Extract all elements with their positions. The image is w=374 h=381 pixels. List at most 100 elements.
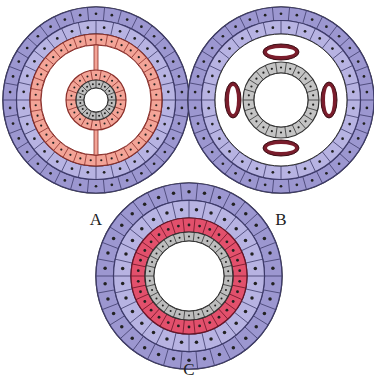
cell-nucleus <box>165 337 169 341</box>
cell-wall <box>142 302 153 310</box>
endoderm-ring <box>243 62 319 138</box>
cell-wall <box>256 176 260 189</box>
cell-wall <box>91 120 93 130</box>
cell-nucleus <box>119 30 122 33</box>
cell-nucleus <box>138 142 140 144</box>
cell-wall <box>211 226 218 238</box>
cell-wall <box>45 135 53 142</box>
cell-nucleus <box>208 228 211 231</box>
cell-nucleus <box>268 297 272 301</box>
cell-wall <box>304 79 313 85</box>
cell-nucleus <box>232 346 236 350</box>
cell-wall <box>144 26 152 37</box>
cell-nucleus <box>223 218 227 222</box>
cell-nucleus <box>120 223 124 227</box>
cell-wall <box>78 105 85 108</box>
mesoderm-patch-center <box>229 86 237 114</box>
cell-nucleus <box>178 75 181 78</box>
cell-nucleus <box>155 94 157 96</box>
cell-wall <box>138 58 146 65</box>
cell-nucleus <box>366 107 369 110</box>
cell-nucleus <box>155 253 157 255</box>
cell-wall <box>265 125 270 135</box>
cell-nucleus <box>177 324 180 327</box>
cell-wall <box>71 176 75 189</box>
cell-nucleus <box>197 75 200 78</box>
cell-nucleus <box>70 95 72 97</box>
cell-nucleus <box>167 228 170 231</box>
cell-wall <box>82 108 88 114</box>
cell-wall <box>110 227 125 236</box>
cell-wall <box>114 276 132 277</box>
cell-nucleus <box>238 269 241 272</box>
cell-wall <box>225 217 236 231</box>
cell-wall <box>316 171 322 183</box>
cell-wall <box>62 28 68 40</box>
cell-wall <box>349 142 360 149</box>
cell-nucleus <box>130 337 134 341</box>
cell-wall <box>96 21 97 35</box>
cell-nucleus <box>304 78 306 80</box>
cell-nucleus <box>43 150 46 153</box>
cell-nucleus <box>255 78 257 80</box>
cell-nucleus <box>86 76 88 78</box>
cell-nucleus <box>338 35 341 38</box>
cell-nucleus <box>167 321 170 324</box>
cell-nucleus <box>95 185 98 188</box>
cell-nucleus <box>348 47 351 50</box>
cell-wall <box>316 17 322 29</box>
cell-wall <box>73 81 81 87</box>
cell-nucleus <box>60 148 62 150</box>
cell-wall <box>132 285 146 288</box>
cell-nucleus <box>263 312 267 316</box>
cell-nucleus <box>234 172 237 175</box>
cell-nucleus <box>172 191 176 195</box>
cell-nucleus <box>95 124 97 126</box>
cell-nucleus <box>152 218 156 222</box>
cell-nucleus <box>90 159 92 161</box>
cell-wall <box>203 115 216 118</box>
cell-wall <box>296 164 299 177</box>
cell-wall <box>215 247 222 253</box>
cell-nucleus <box>209 211 213 215</box>
cell-nucleus <box>150 73 152 75</box>
cell-nucleus <box>188 326 191 329</box>
mesoderm-patch-center <box>325 86 333 114</box>
cell-wall <box>249 115 258 121</box>
cell-nucleus <box>79 96 81 98</box>
cell-wall <box>307 89 318 92</box>
cell-nucleus <box>49 172 52 175</box>
cell-nucleus <box>40 73 42 75</box>
cell-nucleus <box>348 151 351 154</box>
cell-nucleus <box>195 208 199 212</box>
cell-nucleus <box>87 26 90 29</box>
cell-wall <box>170 66 183 71</box>
cell-wall <box>322 38 330 49</box>
cell-nucleus <box>52 56 54 58</box>
cell-wall <box>115 259 132 263</box>
cell-nucleus <box>139 259 142 262</box>
cell-nucleus <box>289 68 291 70</box>
cell-nucleus <box>197 237 199 239</box>
cell-nucleus <box>227 280 229 282</box>
cell-nucleus <box>69 44 71 46</box>
cell-wall <box>218 309 227 319</box>
cell-wall <box>85 35 87 46</box>
cell-nucleus <box>195 341 199 345</box>
cell-nucleus <box>26 47 29 50</box>
cell-nucleus <box>241 37 244 40</box>
cell-nucleus <box>35 94 37 96</box>
cell-nucleus <box>172 137 175 140</box>
cell-wall <box>172 333 176 350</box>
cell-wall <box>5 115 18 117</box>
cell-nucleus <box>211 151 214 154</box>
cell-wall <box>96 276 114 277</box>
cell-wall <box>121 301 137 309</box>
cell-wall <box>225 163 233 174</box>
cell-nucleus <box>348 123 351 126</box>
cell-wall <box>276 62 278 73</box>
cell-wall <box>34 119 44 123</box>
cell-nucleus <box>178 122 181 125</box>
cell-wall <box>82 86 88 92</box>
ectoderm-inner <box>113 200 264 351</box>
